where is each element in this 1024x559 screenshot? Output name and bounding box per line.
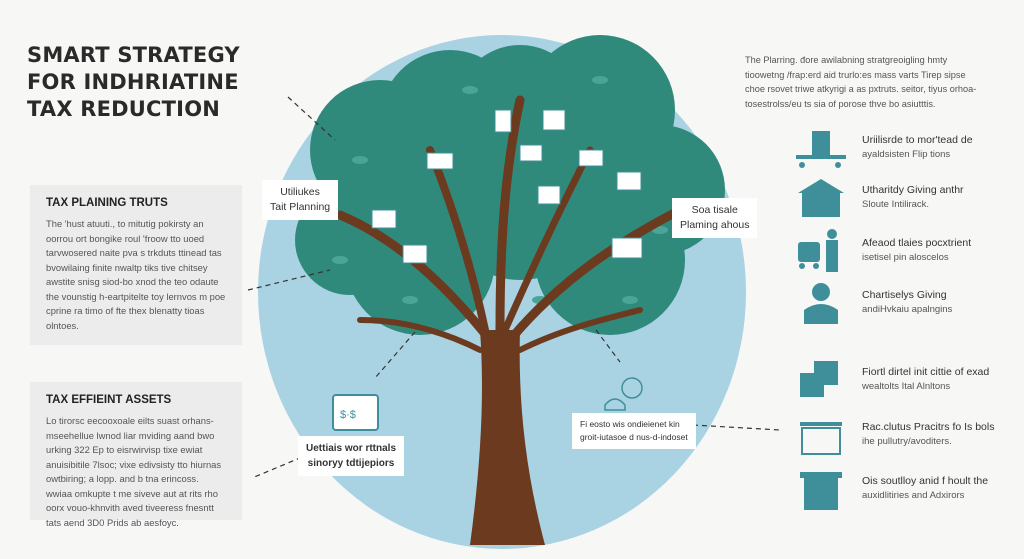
- house-gift-icon: [798, 179, 844, 217]
- feature-title: Utharitdy Giving anthr: [862, 183, 964, 196]
- panel-heading: TAX EFFIEINT ASSETS: [46, 394, 172, 406]
- tree-leaves: [332, 76, 668, 304]
- feature-row: Afeaod tlaies pocxtrient isetisel pin alo…: [792, 228, 971, 272]
- feature-subtitle: Sloute Intilirack.: [862, 198, 930, 210]
- feature-subtitle: andiHvkaiu apalngins: [862, 303, 953, 315]
- feature-row: Uriilisrde to mor'tead de ayaldsisten Fli…: [792, 125, 973, 169]
- feature-subtitle: wealtolts Ital Alnltons: [862, 380, 951, 392]
- connector-arrows: [247, 96, 781, 479]
- feature-row: Chartiselys Giving andiHvkaiu apalngins: [792, 280, 952, 324]
- feature-subtitle: isetisel pin aloscelos: [862, 251, 949, 263]
- feature-row: Rac.clutus Pracitrs fo Is bols ihe pullut…: [792, 412, 994, 456]
- feature-title: Uriilisrde to mor'tead de: [862, 133, 973, 146]
- archive-box-icon: [800, 472, 842, 510]
- feature-row: Ois soutlloy anid f hoult the auxidlitiri…: [792, 466, 988, 510]
- feature-title: Chartiselys Giving: [862, 288, 947, 301]
- feature-title: Rac.clutus Pracitrs fo Is bols: [862, 420, 995, 433]
- panel-body: Lo tirorsc eecooxoale eilts suast orhans…: [46, 415, 222, 528]
- feature-subtitle: ayaldsisten Flip tions: [862, 148, 951, 160]
- intro-text: The Plarring. đore awilabning stratgreoi…: [745, 55, 977, 109]
- building-icon: [796, 131, 846, 168]
- briefcase-dollar-icon: [800, 422, 842, 455]
- feature-subtitle: auxidlitiries and Adxirors: [862, 489, 965, 501]
- coin-bubble-icon: [604, 377, 643, 411]
- panel-body: The 'hust atuuti., to mitutig pokirsty a…: [46, 218, 226, 331]
- panel-heading: TAX PLAINING TRUTS: [46, 197, 168, 209]
- panel-tax-efficient-assets: TAX EFFIEINT ASSETS Lo tirorsc eecooxoal…: [30, 382, 242, 528]
- svg-text:$·$: $·$: [340, 409, 356, 421]
- feature-subtitle: ihe pullutry/avoditers.: [862, 435, 952, 447]
- person-cart-icon: [798, 229, 838, 272]
- feature-title: Afeaod tlaies pocxtrient: [862, 236, 972, 249]
- feature-title: Fiortl dirtel init cittie of exad: [862, 365, 990, 378]
- branch-icons: [371, 109, 643, 264]
- panel-tax-planning: TAX PLAINING TRUTS The 'hust atuuti., to…: [30, 185, 242, 345]
- feature-title: Ois soutlloy anid f hoult the: [862, 474, 989, 487]
- businessman-icon: [804, 283, 838, 324]
- tree-trunk: [335, 95, 695, 545]
- dollar-bills-icon: [800, 361, 838, 397]
- money-screen-icon: $·$: [332, 394, 379, 431]
- feature-row: Fiortl dirtel init cittie of exad wealtol…: [792, 357, 989, 401]
